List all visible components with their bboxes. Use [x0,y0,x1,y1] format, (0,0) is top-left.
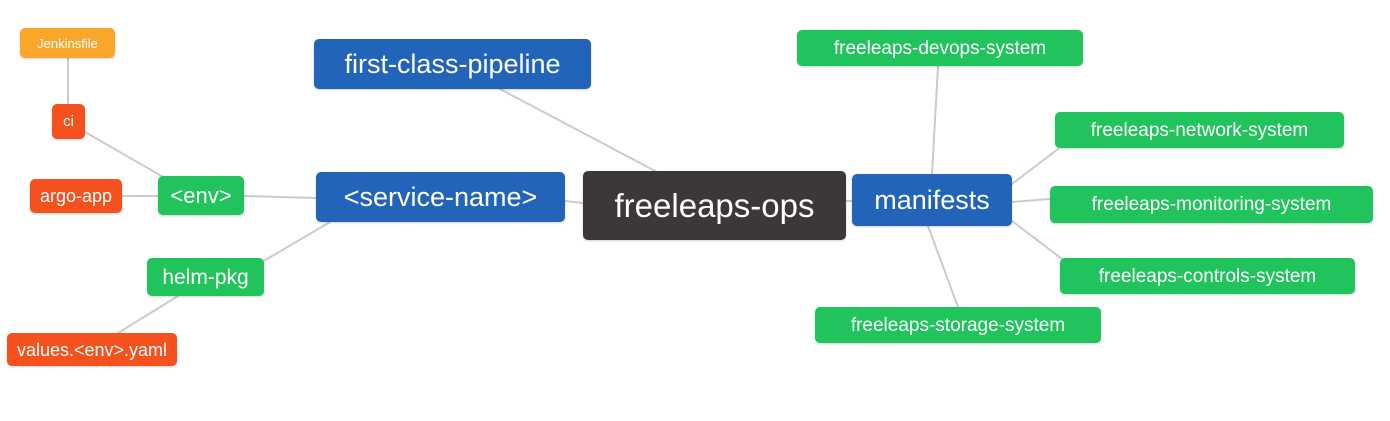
node-monitoring-system-label: freeleaps-monitoring-system [1091,194,1332,215]
node-helm-pkg[interactable]: helm-pkg [147,258,264,296]
node-network-system-label: freeleaps-network-system [1090,119,1309,141]
edge-first-class-pipeline-root [499,88,658,173]
node-jenkinsfile-label: Jenkinsfile [37,35,98,51]
edge-manifests-storage-system [927,225,959,308]
node-devops-system-label: freeleaps-devops-system [833,37,1047,59]
node-first-class-pipeline[interactable]: first-class-pipeline [314,39,591,89]
edge-env-service-name [243,195,317,199]
node-freeleaps-network-system[interactable]: freeleaps-network-system [1055,112,1344,148]
edge-service-name-helm-pkg [261,221,331,263]
node-argo-app-label: argo-app [39,186,113,206]
node-freeleaps-monitoring-system[interactable]: freeleaps-monitoring-system [1050,186,1373,223]
edge-service-name-root [564,200,584,204]
node-freeleaps-ops-label: freeleaps-ops [614,187,815,224]
node-env[interactable]: <env> [158,176,244,215]
node-helm-pkg-label: helm-pkg [162,265,249,289]
node-freeleaps-devops-system[interactable]: freeleaps-devops-system [797,30,1083,66]
edge-values-env-yaml-helm-pkg [117,295,179,334]
node-jenkinsfile[interactable]: Jenkinsfile [20,28,115,58]
edge-manifests-controls-system [1011,220,1063,260]
node-manifests-label: manifests [874,184,990,215]
node-values-env-yaml-label: values.<env>.yaml [16,339,168,360]
node-values-env-yaml[interactable]: values.<env>.yaml [7,333,177,366]
node-freeleaps-storage-system[interactable]: freeleaps-storage-system [815,307,1101,343]
node-service-name-label: <service-name> [343,181,538,212]
node-service-name[interactable]: <service-name> [316,172,565,222]
node-manifests[interactable]: manifests [852,174,1012,226]
edge-manifests-network-system [1011,148,1059,185]
node-storage-system-label: freeleaps-storage-system [850,314,1066,336]
node-ci[interactable]: ci [52,104,85,139]
edge-manifests-devops-system [931,65,939,175]
node-argo-app[interactable]: argo-app [30,179,122,213]
node-ci-label: ci [63,113,74,130]
node-freeleaps-controls-system[interactable]: freeleaps-controls-system [1060,258,1355,294]
node-controls-system-label: freeleaps-controls-system [1098,265,1317,287]
node-freeleaps-ops-root[interactable]: freeleaps-ops [583,171,846,240]
node-first-class-pipeline-label: first-class-pipeline [344,48,561,79]
edge-manifests-monitoring-system [1011,198,1051,203]
node-env-label: <env> [170,182,232,208]
edge-ci-env [84,131,166,179]
